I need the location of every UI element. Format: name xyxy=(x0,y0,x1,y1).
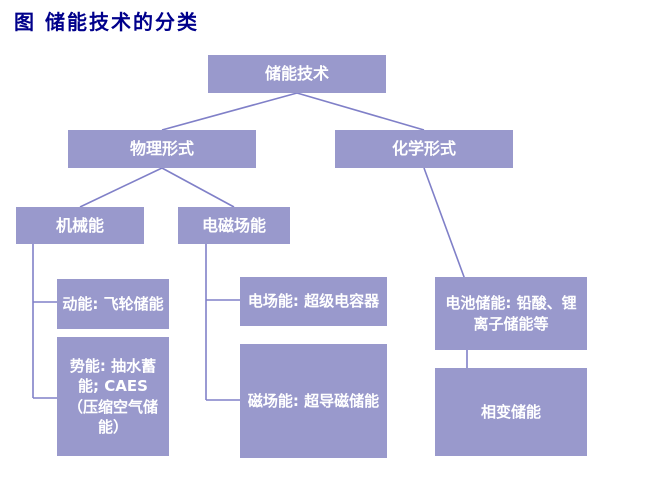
line-physical-mechanical xyxy=(79,167,163,208)
node-physical-form: 物理形式 xyxy=(68,130,256,168)
line-root-physical xyxy=(161,92,298,131)
diagram-title: 图 储能技术的分类 xyxy=(14,10,199,34)
node-electromagnetic-field: 电磁场能 xyxy=(178,207,290,244)
node-battery-storage: 电池储能: 铅酸、锂离子储能等 xyxy=(435,277,587,350)
node-mechanical-energy: 机械能 xyxy=(16,207,144,244)
node-magnetic-field-smes: 磁场能: 超导磁储能 xyxy=(240,344,387,458)
node-energy-storage-tech: 储能技术 xyxy=(208,55,386,93)
node-potential-pumped-caes: 势能: 抽水蓄能; CAES （压缩空气储能） xyxy=(57,337,169,456)
node-kinetic-flywheel: 动能: 飞轮储能 xyxy=(57,279,169,329)
line-physical-electromagnetic xyxy=(161,167,235,208)
node-phase-change-storage: 相变储能 xyxy=(435,368,587,456)
node-electric-field-supercapacitor: 电场能: 超级电容器 xyxy=(240,277,387,326)
line-root-chemical xyxy=(296,92,425,131)
node-chemical-form: 化学形式 xyxy=(335,130,513,168)
